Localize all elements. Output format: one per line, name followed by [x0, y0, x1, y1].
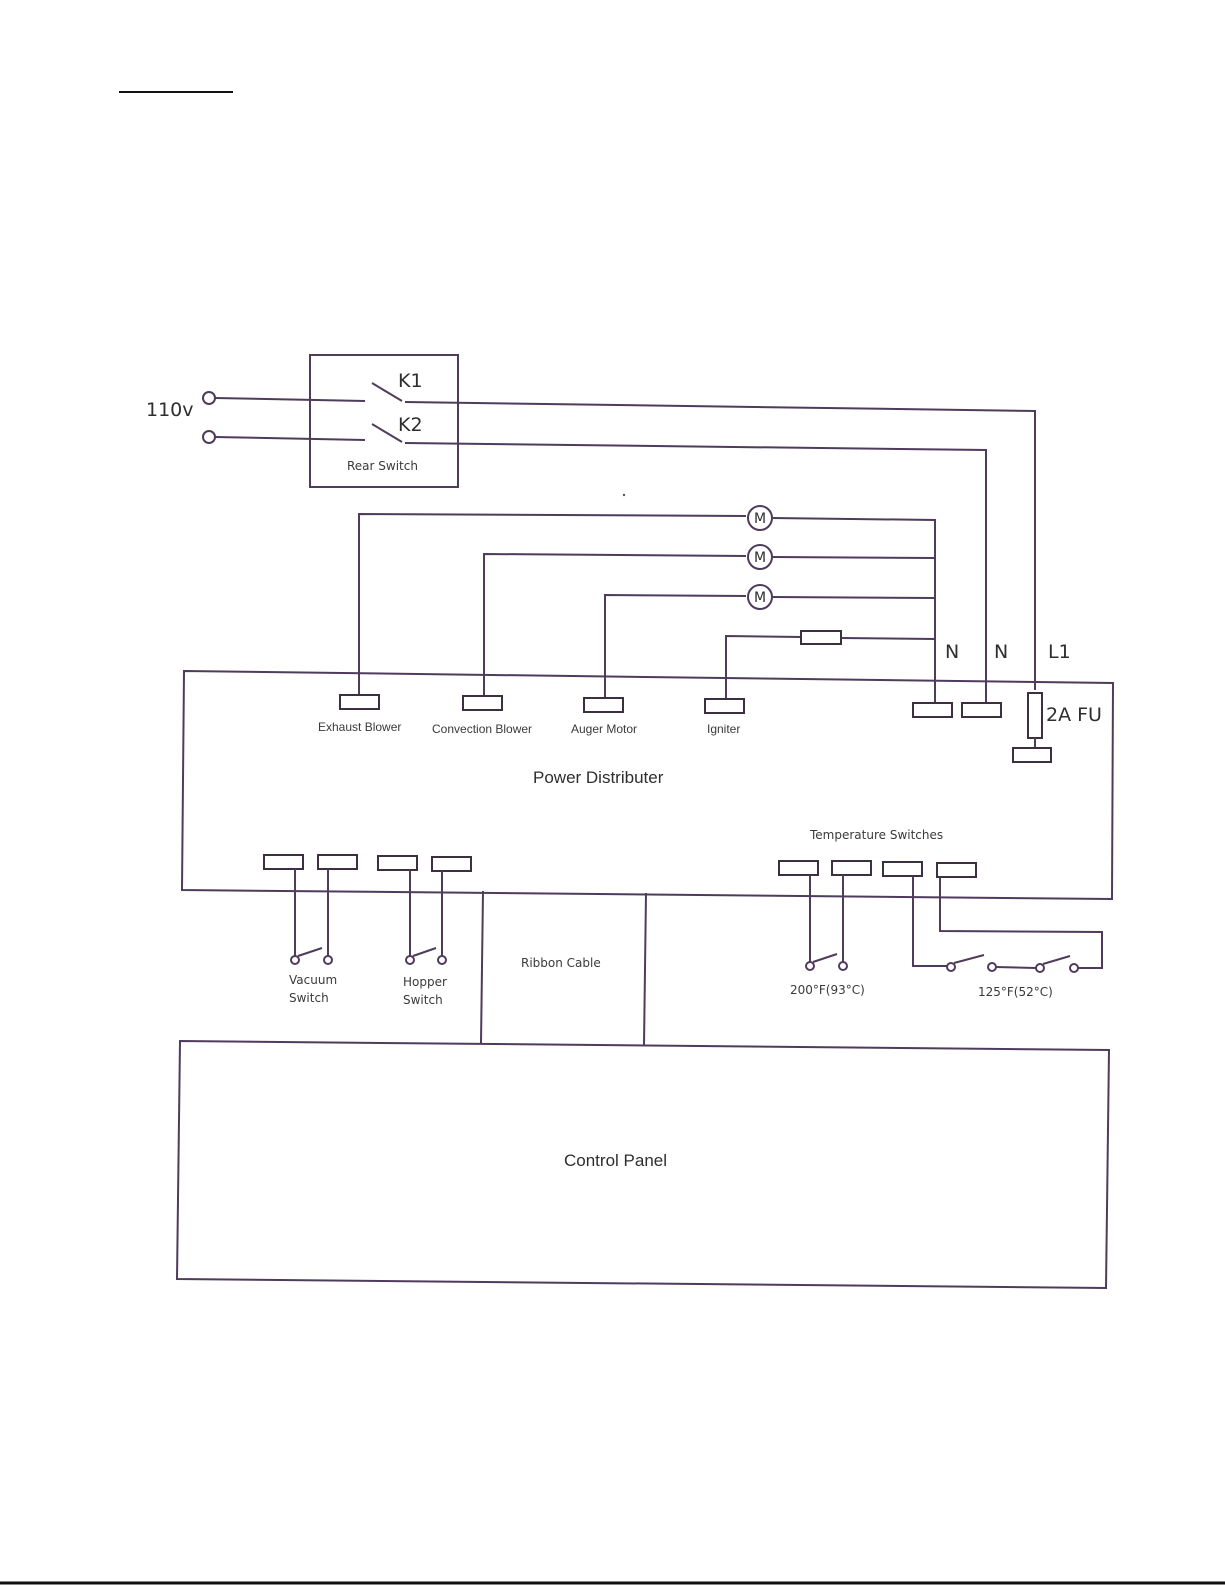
igniter-wire	[726, 636, 801, 699]
hopper-terminal-2	[432, 857, 471, 871]
convection-motor-symbol: M	[754, 550, 766, 566]
temp-125-bridge	[996, 967, 1036, 968]
vacuum-switch-lever	[298, 948, 322, 956]
exhaust-motor-symbol: M	[754, 511, 766, 527]
temp-terminal-2	[832, 861, 871, 875]
ribbon-cable-left	[481, 891, 483, 1043]
neutral-terminal-2	[962, 703, 1001, 717]
hopper-contact-2	[438, 956, 446, 964]
neutral-label-1: N	[945, 641, 959, 663]
fuse-icon	[1028, 693, 1042, 738]
temp-125-wire-a	[913, 876, 947, 966]
exhaust-return-wire	[772, 518, 935, 703]
vacuum-contact-1	[291, 956, 299, 964]
temp-125-lever-1	[954, 955, 984, 963]
k1-wire-in	[215, 398, 365, 401]
auger-motor-label: Auger Motor	[571, 722, 637, 736]
k1-label: K1	[398, 370, 423, 392]
rear-switch-label: Rear Switch	[347, 459, 418, 473]
temp-125-contact-4	[1070, 964, 1078, 972]
igniter-label: Igniter	[707, 722, 740, 736]
temperature-switches-label: Temperature Switches	[809, 828, 943, 842]
auger-return-wire	[772, 597, 935, 598]
temp-125-contact-2	[988, 963, 996, 971]
temp-125-wire-b	[940, 877, 1102, 968]
exhaust-blower-wire	[359, 514, 746, 695]
exhaust-blower-terminal	[340, 695, 379, 709]
temp-200-label: 200°F(93°C)	[790, 983, 865, 997]
temp-125-label: 125°F(52°C)	[978, 985, 1053, 999]
fuse-terminal	[1013, 748, 1051, 762]
convection-return-wire	[772, 557, 935, 558]
line-1-label: L1	[1048, 641, 1071, 663]
k2-wire-out	[405, 443, 986, 703]
power-distributer-label: Power Distributer	[533, 768, 664, 787]
stray-dot	[623, 494, 625, 496]
k2-wire-in	[215, 437, 365, 440]
exhaust-blower-label: Exhaust Blower	[318, 720, 401, 734]
auger-motor-wire	[605, 595, 746, 698]
auger-motor-terminal	[584, 698, 623, 712]
temp-terminal-4	[937, 863, 976, 877]
temp-200-lever	[813, 954, 837, 962]
supply-voltage-label: 110v	[146, 399, 194, 421]
temp-200-contact-2	[839, 962, 847, 970]
neutral-label-2: N	[994, 641, 1008, 663]
temp-125-contact-1	[947, 963, 955, 971]
vacuum-contact-2	[324, 956, 332, 964]
control-panel-label: Control Panel	[564, 1151, 667, 1170]
vacuum-switch-label-2: Switch	[289, 991, 329, 1005]
temp-125-contact-3	[1036, 964, 1044, 972]
neutral-terminal-1	[913, 703, 952, 717]
igniter-return-wire	[841, 638, 935, 639]
vacuum-switch-label-1: Vacuum	[289, 973, 337, 987]
hopper-terminal-1	[378, 856, 417, 870]
temp-200-contact-1	[806, 962, 814, 970]
vacuum-terminal-2	[318, 855, 357, 869]
igniter-terminal	[705, 699, 744, 713]
temp-terminal-1	[779, 861, 818, 875]
supply-terminal-top	[203, 392, 215, 404]
k2-label: K2	[398, 414, 423, 436]
convection-blower-terminal	[463, 696, 502, 710]
igniter-resistor-icon	[801, 631, 841, 644]
fuse-label: 2A FU	[1046, 704, 1102, 726]
convection-blower-label: Convection Blower	[432, 722, 532, 736]
hopper-contact-1	[406, 956, 414, 964]
ribbon-cable-right	[644, 893, 646, 1045]
hopper-switch-lever	[413, 948, 436, 956]
temp-terminal-3	[883, 862, 922, 876]
hopper-switch-label-2: Switch	[403, 993, 443, 1007]
hopper-switch-label-1: Hopper	[403, 975, 447, 989]
auger-motor-symbol: M	[754, 590, 766, 606]
ribbon-cable-label: Ribbon Cable	[521, 956, 601, 970]
k1-wire-out	[405, 402, 1035, 690]
vacuum-terminal-1	[264, 855, 303, 869]
supply-terminal-bottom	[203, 431, 215, 443]
temp-125-lever-2	[1043, 956, 1070, 964]
